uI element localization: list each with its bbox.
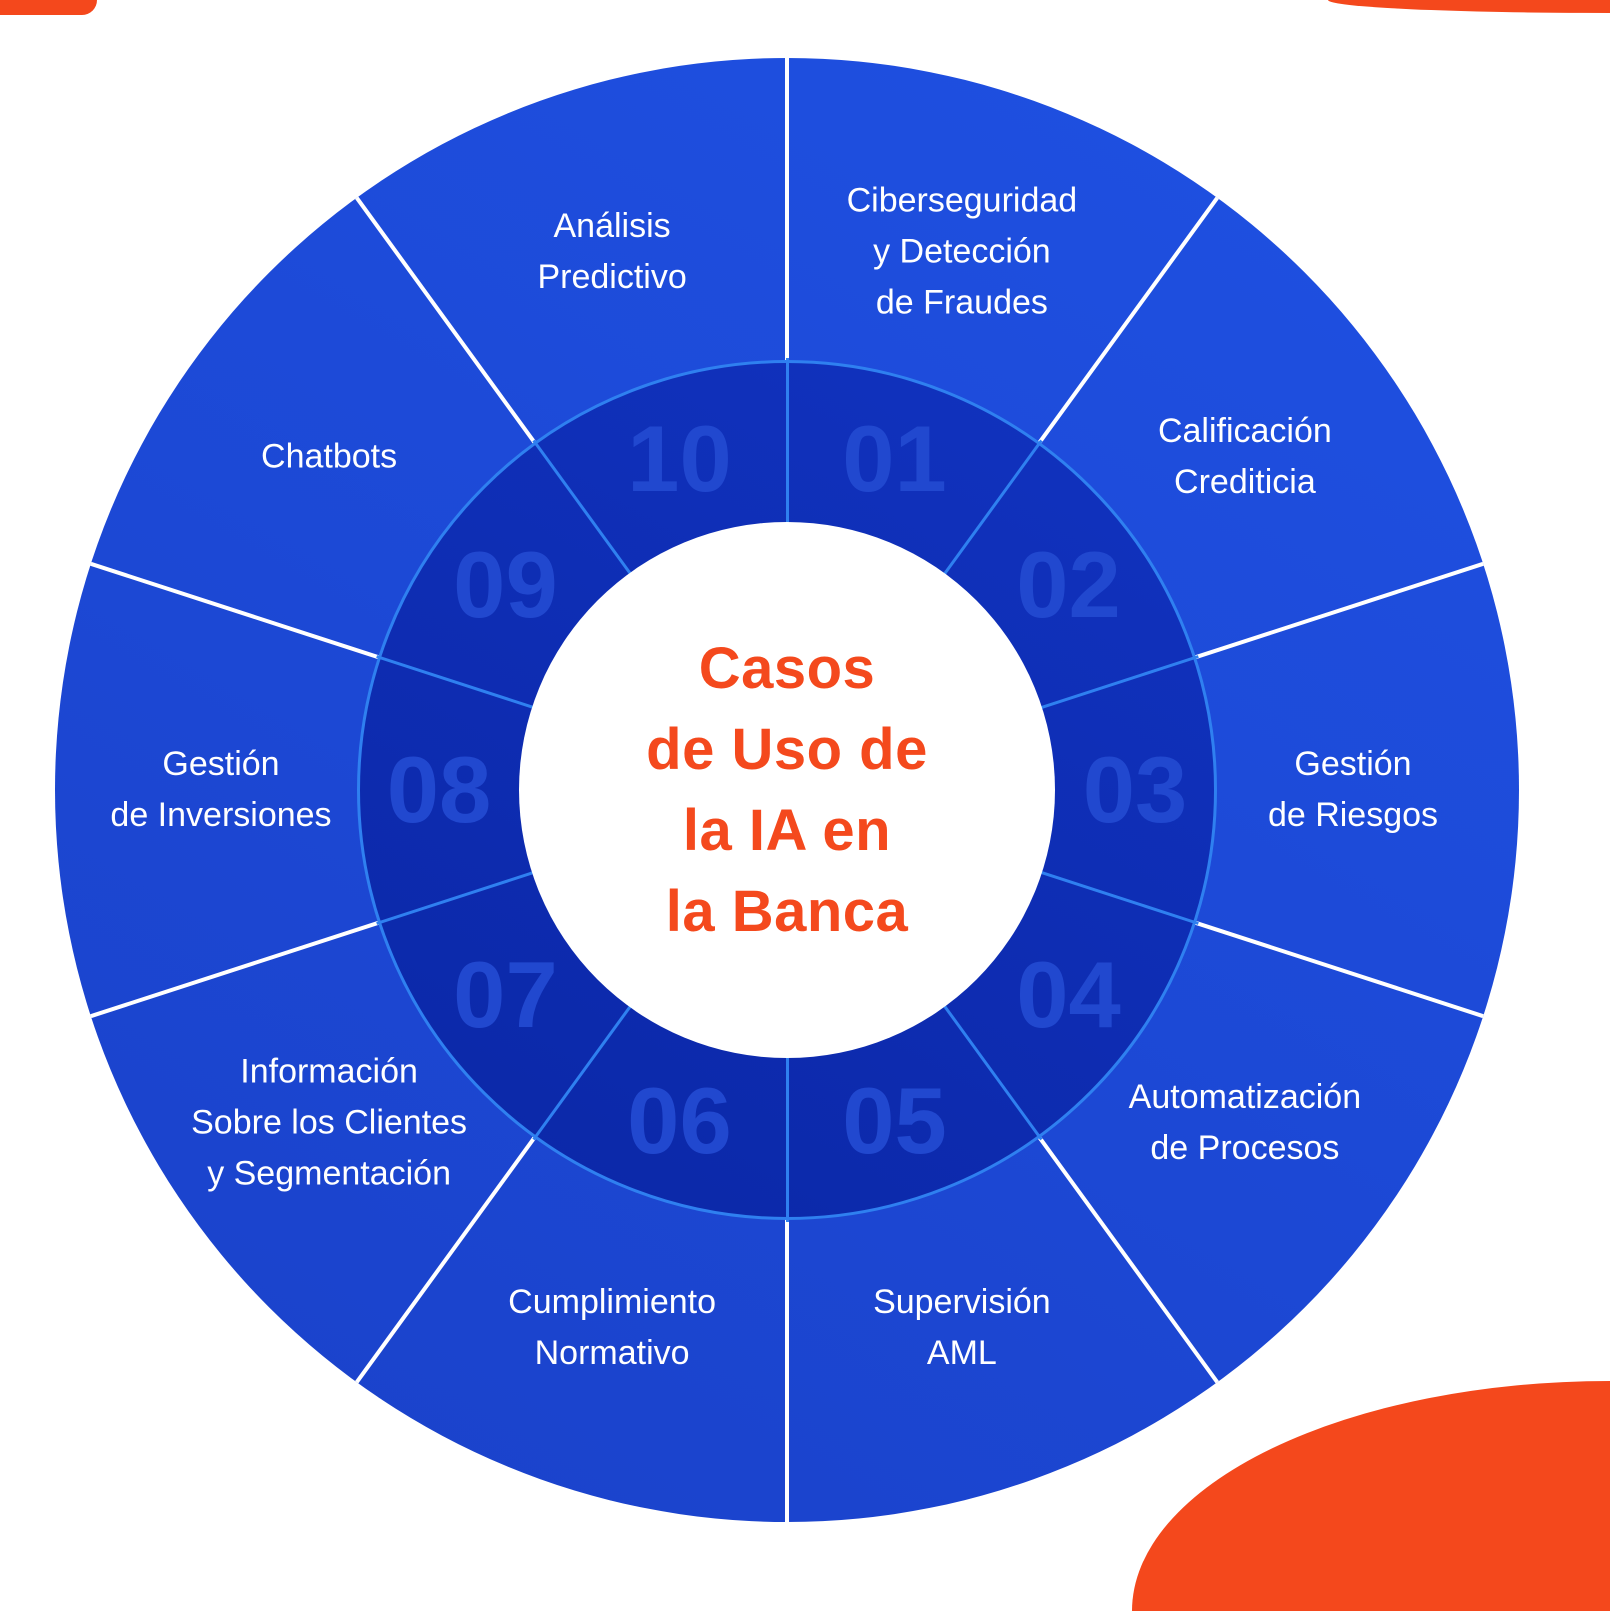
segment-label-line: y Detección xyxy=(873,232,1051,271)
segment-numbers: 01 02 03 04 05 06 07 08 09 10 xyxy=(55,58,1519,1522)
segment-label-line: de Inversiones xyxy=(110,796,332,834)
segment-label-line: Gestión xyxy=(162,745,280,783)
segment-label: Gestión de Riesgos xyxy=(1103,739,1603,841)
segment-number: 05 xyxy=(842,1067,947,1173)
segment-number: 04 xyxy=(1016,941,1121,1047)
segment-number: 08 xyxy=(386,737,492,842)
wheel-title-line: de Uso de xyxy=(646,716,928,782)
segment-label-line: Automatización xyxy=(1128,1077,1362,1116)
segment-label-line: Análisis xyxy=(553,206,671,245)
segment-label-line: Gestión xyxy=(1294,745,1412,783)
segment-label-line: Ciberseguridad xyxy=(846,181,1078,220)
segment-number: 03 xyxy=(1082,737,1188,842)
wheel-center-circle: Casos de Uso de la IA en la Banca xyxy=(519,522,1055,1058)
segment-label-line: Predictivo xyxy=(537,257,687,296)
segment-label-line: de Fraudes xyxy=(875,283,1048,322)
segment-label-line: Información xyxy=(240,1052,418,1091)
segment-divider-line xyxy=(785,58,789,370)
segment-number: 09 xyxy=(453,532,558,638)
inner-divider-line xyxy=(785,358,789,530)
wheel-title: Casos de Uso de la IA en la Banca xyxy=(646,628,928,953)
segment-label-line: Sobre los Clientes xyxy=(191,1103,468,1142)
segment-label-line: AML xyxy=(926,1334,997,1373)
corner-accent-top-left xyxy=(0,0,97,15)
segment-label-line: y Segmentación xyxy=(207,1154,451,1193)
segment-label-line: Crediticia xyxy=(1174,463,1316,502)
segment-label-line: Normativo xyxy=(534,1334,690,1373)
segment-number: 01 xyxy=(842,406,947,512)
wheel-title-line: la IA en xyxy=(682,798,892,863)
segment-label-line: Cumplimiento xyxy=(508,1283,717,1322)
segment-label-line: Chatbots xyxy=(261,437,398,476)
segment-label-line: Supervisión xyxy=(873,1283,1051,1322)
segment-number: 10 xyxy=(627,406,732,512)
wheel-title-line: la Banca xyxy=(665,879,909,945)
corner-accent-top-right xyxy=(1328,0,1610,13)
outer-ring-dividers xyxy=(55,58,1519,1522)
segment-number: 02 xyxy=(1016,532,1121,638)
inner-ring-dividers xyxy=(55,58,1519,1522)
segment-label: Automatización de Procesos xyxy=(995,1072,1495,1174)
ai-banking-use-cases-wheel: 01 02 03 04 05 06 07 08 09 10 Casos de Uso de la IA… xyxy=(55,58,1519,1522)
segment-label-line: de Procesos xyxy=(1150,1128,1340,1167)
segment-label: Chatbots xyxy=(79,432,579,483)
segment-label-line: de Riesgos xyxy=(1267,796,1439,834)
segment-label: Ciberseguridad y Detección de Fraudes xyxy=(712,175,1212,328)
wheel-title-line: Casos xyxy=(698,635,876,701)
segment-number: 06 xyxy=(627,1067,732,1173)
segment-label: Gestión de Inversiones xyxy=(0,739,471,841)
segment-label-line: Calificación xyxy=(1157,412,1332,451)
segment-number: 07 xyxy=(453,941,558,1047)
